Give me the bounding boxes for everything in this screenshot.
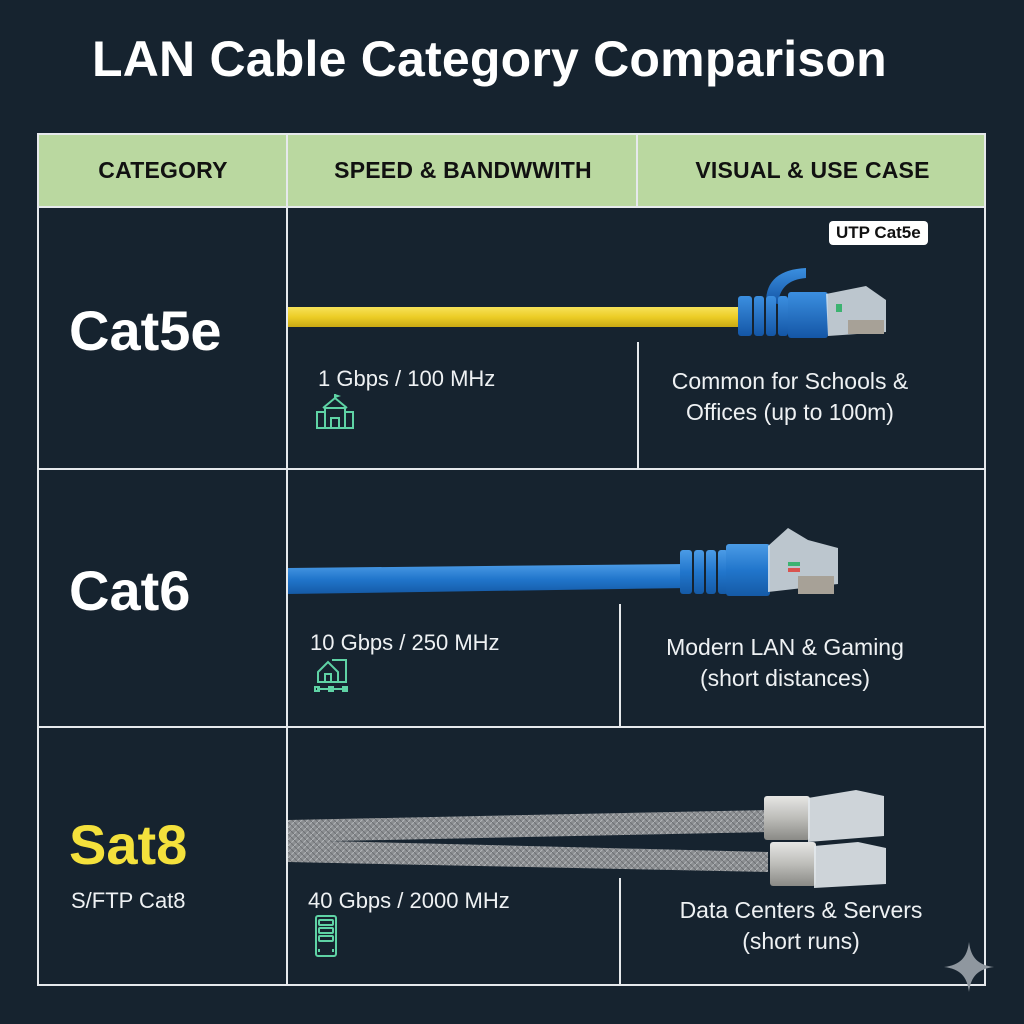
category-subtitle: S/FTP Cat8 — [71, 888, 186, 913]
cat5e-cable-image — [288, 268, 886, 338]
use-case-line: (short runs) — [742, 928, 860, 954]
category-name: Cat5e — [69, 299, 222, 362]
category-name: Cat6 — [69, 559, 191, 622]
row-divider — [39, 468, 984, 470]
cable-label-badge: UTP Cat5e — [829, 221, 928, 245]
use-case-line: (short distances) — [699, 665, 870, 691]
use-case-text: Data Centers & Servers (short runs) — [656, 895, 946, 957]
row2-inner-divider — [619, 604, 621, 727]
school-building-icon — [316, 394, 354, 429]
header-category: CATEGORY — [98, 157, 228, 183]
row1-inner-divider — [637, 342, 639, 469]
use-case-line: Modern LAN & Gaming — [666, 634, 904, 660]
category-name-highlighted: Sat8 — [69, 813, 188, 876]
speed-value: 1 Gbps / 100 MHz — [318, 366, 496, 391]
speed-value: 40 Gbps / 2000 MHz — [308, 888, 510, 913]
column-divider — [286, 135, 288, 984]
use-case-line: Data Centers & Servers — [679, 897, 923, 923]
server-rack-icon — [315, 915, 337, 957]
home-network-icon — [314, 659, 348, 692]
header-speed: SPEED & BANDWWITH — [334, 157, 592, 183]
page-title: LAN Cable Category Comparison — [92, 31, 887, 87]
speed-value: 10 Gbps / 250 MHz — [310, 630, 500, 655]
use-case-text: Common for Schools & Offices (up to 100m… — [640, 366, 940, 428]
table-header: CATEGORY SPEED & BANDWWITH VISUAL & USE … — [39, 135, 984, 208]
use-case-text: Modern LAN & Gaming (short distances) — [640, 632, 930, 694]
comparison-table: CATEGORY SPEED & BANDWWITH VISUAL & USE … — [37, 133, 986, 986]
row-divider — [39, 726, 984, 728]
use-case-line: Common for Schools & — [671, 368, 909, 394]
header-divider — [636, 135, 638, 206]
sparkle-icon — [944, 942, 994, 992]
header-visual-use: VISUAL & USE CASE — [695, 157, 930, 183]
cat8-cable-image — [288, 790, 886, 888]
use-case-line: Offices (up to 100m) — [686, 399, 894, 425]
cat6-cable-image — [288, 528, 838, 596]
row3-inner-divider — [619, 878, 621, 986]
